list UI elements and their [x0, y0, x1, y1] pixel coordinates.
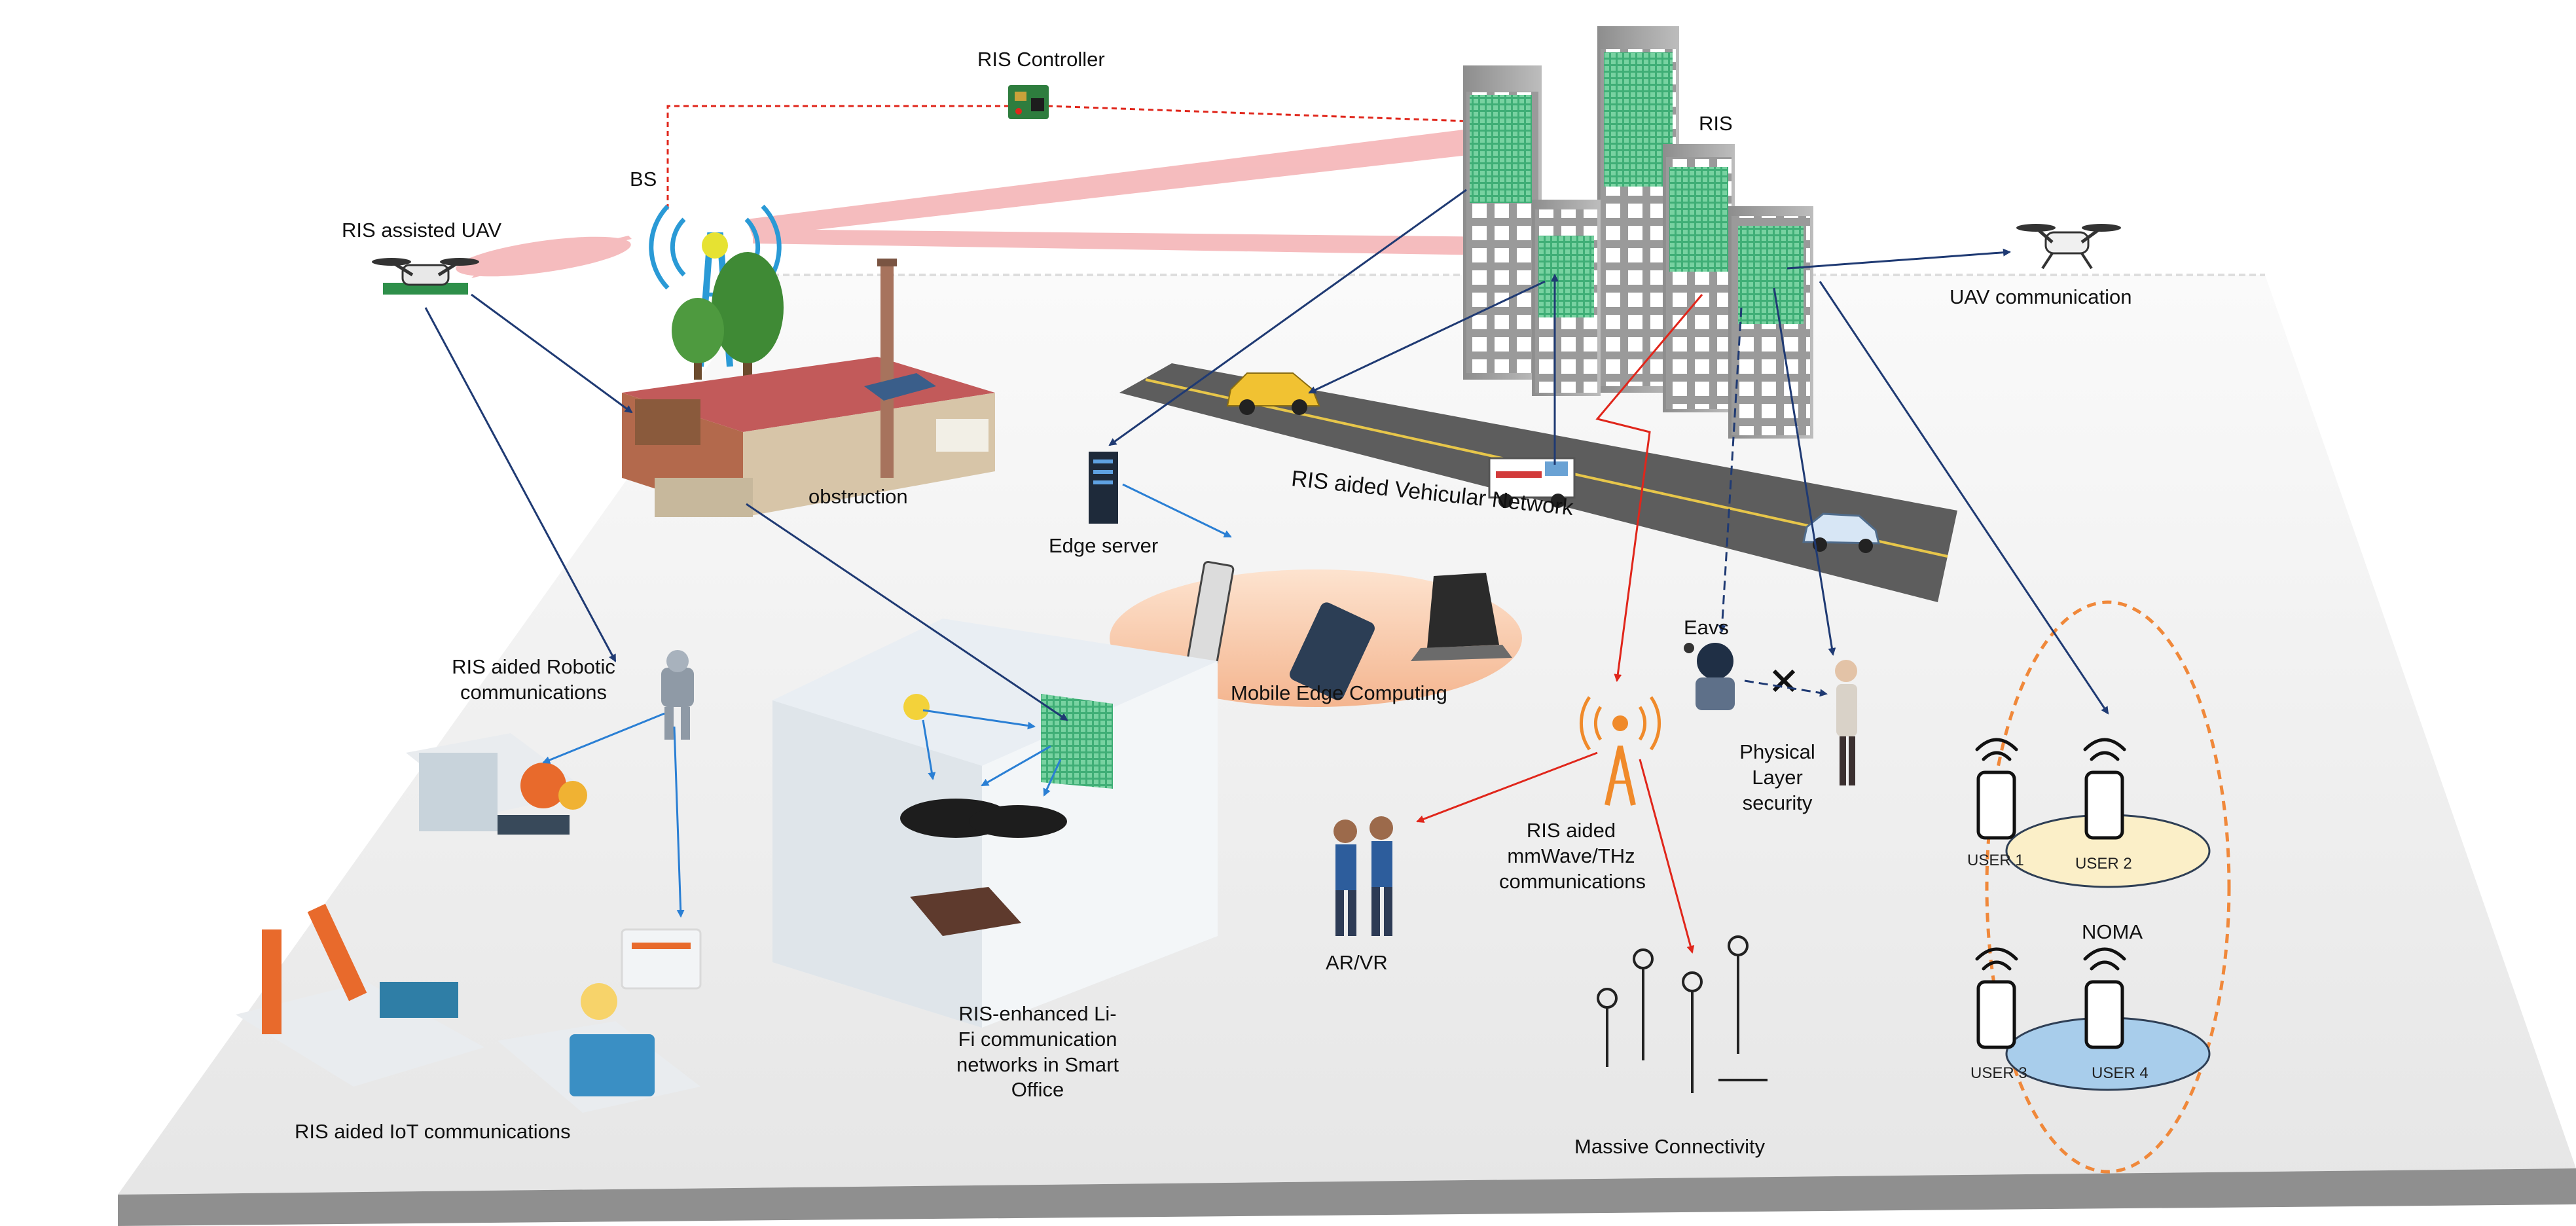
ris-assisted-uav-label: RIS assisted UAV [342, 219, 502, 242]
red-links [1416, 294, 1703, 954]
dark-links [424, 189, 2109, 721]
user3-label: USER 3 [1970, 1064, 2027, 1082]
ris-controller-board [1008, 85, 1049, 119]
bs-beams [456, 128, 1696, 278]
legitimate-user [1835, 660, 1857, 785]
obstruction-label: obstruction [808, 485, 908, 508]
user1-label: USER 1 [1967, 852, 2024, 869]
ar-vr-people [1333, 816, 1393, 936]
obstruction-building [622, 259, 995, 517]
pls-label: Physical Layer security [1739, 740, 1815, 814]
ris-buildings [1463, 26, 1813, 439]
mec-label: Mobile Edge Computing [1231, 681, 1447, 704]
robotic-scene [406, 650, 694, 835]
massive-connectivity-label: Massive Connectivity [1574, 1135, 1766, 1158]
dark-link-dashed [1718, 307, 1828, 697]
uav-communication-drone [2016, 224, 2121, 270]
noma-group [1975, 600, 2231, 1174]
robotic-comms-label: RIS aided Robotic communications [452, 655, 615, 704]
iot-label: RIS aided IoT communications [295, 1120, 571, 1143]
ris-label: RIS [1699, 112, 1733, 135]
edge-server-label: Edge server [1049, 534, 1159, 557]
trees [672, 252, 784, 380]
bs-label: BS [630, 168, 657, 190]
user4-label: USER 4 [2092, 1064, 2149, 1082]
ambulance [1488, 457, 1576, 508]
uav-communication-label: UAV communication [1950, 285, 2132, 308]
mmwave-tower [1580, 696, 1661, 806]
ris-assisted-uav-drone [372, 258, 479, 295]
noma-label: NOMA [2082, 920, 2143, 943]
user2-label: USER 2 [2075, 855, 2132, 873]
yellow-car [1226, 372, 1320, 415]
iot-scene [236, 903, 702, 1113]
ar-vr-label: AR/VR [1326, 951, 1388, 974]
eavs-label: Eavs [1684, 616, 1729, 639]
lifi-label: RIS-enhanced Li-Fi communication network… [956, 1002, 1119, 1102]
crowd [1597, 935, 1768, 1093]
eavesdropper [1684, 643, 1735, 710]
ris-controller-label: RIS Controller [977, 48, 1105, 71]
edge-server [1089, 452, 1118, 524]
smart-office-room [772, 619, 1218, 1028]
mmwave-label: RIS aided mmWave/THz communications [1499, 819, 1646, 893]
controller-links [666, 105, 1467, 209]
light-links [542, 483, 1232, 918]
